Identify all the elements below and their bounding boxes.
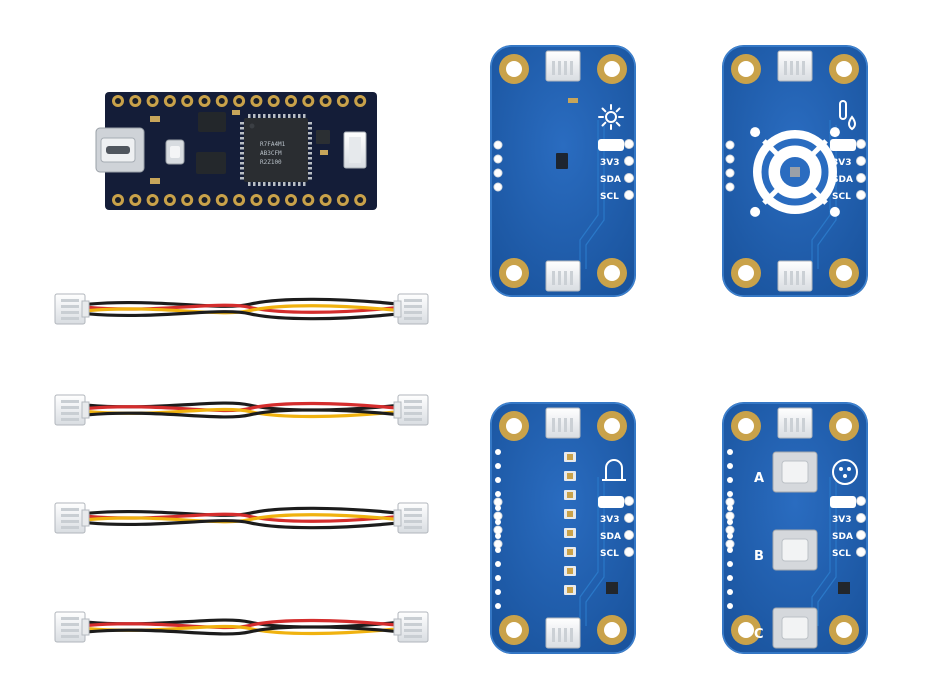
top-pin-header xyxy=(112,95,367,107)
bottom-pin-header xyxy=(112,194,367,206)
qwiic-connector xyxy=(545,260,581,292)
pin-label-gnd: GND xyxy=(832,141,854,151)
qwiic-cables xyxy=(54,293,429,643)
pin-label-scl: SCL xyxy=(832,192,851,202)
qwiic-cable xyxy=(54,502,429,534)
thermometer-droplet-icon xyxy=(839,100,856,131)
mcu-chip: R7FA4M1 AB3CFM R2Z100 xyxy=(240,114,312,186)
pin-label-sda: SDA xyxy=(832,532,853,542)
qwiic-connector xyxy=(545,407,581,439)
qwiic-connector xyxy=(777,50,813,82)
pin-label-3v3: 3V3 xyxy=(832,515,852,525)
pin-label-sda: SDA xyxy=(600,175,621,185)
main-controller-board: R7FA4M1 AB3CFM R2Z100 xyxy=(95,92,377,210)
pin-label-gnd: GND xyxy=(600,498,622,508)
driver-chip xyxy=(606,582,618,594)
qwiic-connector xyxy=(777,260,813,292)
pin-label-scl: SCL xyxy=(832,549,851,559)
env-sensor-chip xyxy=(790,167,800,177)
sensor-modules: GND3V3SDASCLGND3V3SDASCLGND3V3SDASCLGND3… xyxy=(490,45,868,654)
pin-label-scl: SCL xyxy=(600,549,619,559)
pin-label-3v3: 3V3 xyxy=(832,158,852,168)
chip-marking-2: AB3CFM xyxy=(260,150,282,157)
pin-label-3v3: 3V3 xyxy=(600,515,620,525)
qwiic-connector xyxy=(343,131,367,169)
button-label-a: A xyxy=(754,471,764,486)
button-label-c: C xyxy=(754,627,764,642)
button-label-b: B xyxy=(754,549,764,564)
driver-chip xyxy=(838,582,850,594)
qwiic-connector xyxy=(777,407,813,439)
light-sensor-chip xyxy=(556,153,568,169)
chip-marking-3: R2Z100 xyxy=(260,159,282,166)
qwiic-cable xyxy=(54,611,429,643)
pin-label-3v3: 3V3 xyxy=(600,158,620,168)
pin-label-gnd: GND xyxy=(600,141,622,151)
qwiic-cable xyxy=(54,293,429,325)
pin-label-sda: SDA xyxy=(600,532,621,542)
three-dots-icon xyxy=(832,459,858,485)
qwiic-cable xyxy=(54,394,429,426)
pin-label-sda: SDA xyxy=(832,175,853,185)
qwiic-connector xyxy=(545,617,581,649)
pin-label-scl: SCL xyxy=(600,192,619,202)
pin-label-gnd: GND xyxy=(832,498,854,508)
led-icon xyxy=(602,459,626,481)
usb-c-connector xyxy=(95,127,145,173)
qwiic-connector xyxy=(545,50,581,82)
chip-marking-1: R7FA4M1 xyxy=(260,141,286,148)
sun-icon xyxy=(598,104,624,130)
